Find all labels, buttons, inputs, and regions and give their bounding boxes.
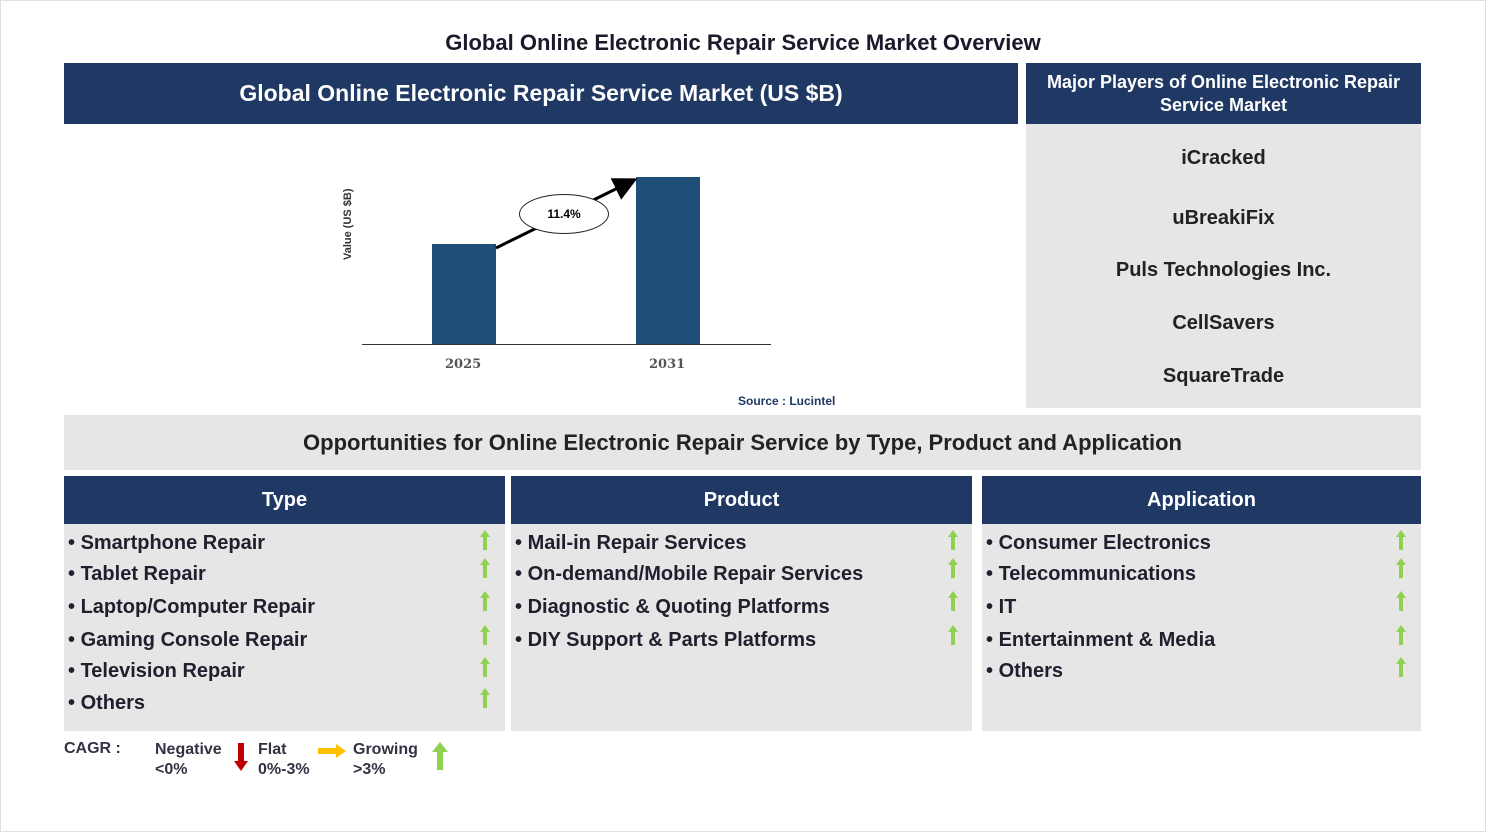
page-title: Global Online Electronic Repair Service … xyxy=(445,30,1041,55)
segment-application-list: • Consumer Electronics • Telecommunicati… xyxy=(982,524,1421,731)
growing-arrow-icon xyxy=(432,742,448,770)
x-tick-2031: 2031 xyxy=(649,357,686,372)
x-axis-line xyxy=(362,344,771,345)
segment-header-type: Type xyxy=(64,476,505,524)
list-item: • Others xyxy=(68,692,146,714)
list-item: • Telecommunications xyxy=(986,563,1197,585)
legend-growing: Growing>3% xyxy=(353,741,418,778)
x-tick-2025: 2025 xyxy=(445,357,482,372)
list-item: • Laptop/Computer Repair xyxy=(68,596,316,618)
growing-arrow-icon xyxy=(1396,558,1406,578)
opportunities-header: Opportunities for Online Electronic Repa… xyxy=(64,415,1421,470)
growing-arrow-icon xyxy=(948,558,958,578)
list-item: • Gaming Console Repair xyxy=(68,629,308,651)
market-chart-header: Global Online Electronic Repair Service … xyxy=(64,63,1018,124)
players-header: Major Players of Online Electronic Repai… xyxy=(1026,63,1421,124)
segment-type-list: • Smartphone Repair • Tablet Repair • La… xyxy=(64,524,505,731)
list-item: • DIY Support & Parts Platforms xyxy=(515,629,817,651)
growing-arrow-icon xyxy=(480,591,490,611)
bar-2025 xyxy=(432,244,496,344)
segment-product-list: • Mail-in Repair Services • On-demand/Mo… xyxy=(511,524,972,731)
growing-arrow-icon xyxy=(480,558,490,578)
market-bar-chart: Value (US $B) 11.4% 2025 2031 xyxy=(330,160,850,420)
growing-arrow-icon xyxy=(480,657,490,677)
list-item: • Diagnostic & Quoting Platforms xyxy=(515,596,830,618)
player-item: Puls Technologies Inc. xyxy=(1115,259,1332,281)
list-item: • Consumer Electronics xyxy=(986,532,1211,554)
growing-arrow-icon xyxy=(1396,530,1406,550)
growing-arrow-icon xyxy=(948,591,958,611)
list-item: • Tablet Repair xyxy=(68,563,206,585)
list-item: • On-demand/Mobile Repair Services xyxy=(515,563,864,585)
list-item: • Television Repair xyxy=(68,660,245,682)
source-note: Source : Lucintel xyxy=(738,394,836,408)
players-list: iCracked uBreakiFix Puls Technologies In… xyxy=(1026,124,1421,408)
list-item: • IT xyxy=(986,596,1017,618)
growing-arrow-icon xyxy=(480,625,490,645)
list-item: • Mail-in Repair Services xyxy=(515,532,747,554)
cagr-label: 11.4% xyxy=(519,194,609,234)
growing-arrow-icon xyxy=(948,530,958,550)
growing-arrow-icon xyxy=(480,530,490,550)
growing-arrow-icon xyxy=(1396,625,1406,645)
list-item: • Smartphone Repair xyxy=(68,532,266,554)
growing-arrow-icon xyxy=(1396,657,1406,677)
growing-arrow-icon xyxy=(480,688,490,708)
player-item: uBreakiFix xyxy=(1172,207,1275,229)
flat-arrow-icon xyxy=(318,744,346,758)
list-item: • Entertainment & Media xyxy=(986,629,1216,651)
growing-arrow-icon xyxy=(1396,591,1406,611)
player-item: CellSavers xyxy=(1172,312,1275,334)
list-item: • Others xyxy=(986,660,1064,682)
player-item: SquareTrade xyxy=(1162,365,1285,387)
negative-arrow-icon xyxy=(234,743,248,771)
segment-header-application: Application xyxy=(982,476,1421,524)
legend-label: CAGR : xyxy=(64,740,121,757)
player-item: iCracked xyxy=(1181,147,1266,169)
legend-negative: Negative<0% xyxy=(155,741,222,778)
segment-header-product: Product xyxy=(511,476,972,524)
bar-2031 xyxy=(636,177,700,344)
growing-arrow-icon xyxy=(948,625,958,645)
